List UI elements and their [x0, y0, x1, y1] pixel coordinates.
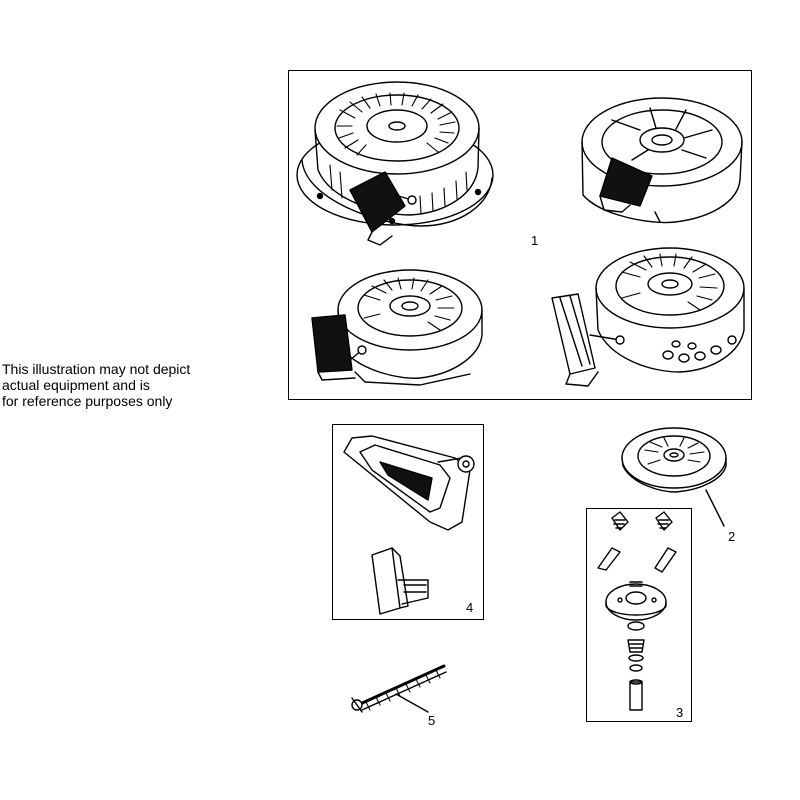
handle-insert[interactable]	[371, 547, 429, 615]
recoil-starter-compact[interactable]	[581, 97, 743, 224]
recoil-starter-flanged[interactable]	[296, 81, 494, 246]
handle-kit-frame	[332, 424, 484, 620]
callout-4[interactable]: 4	[466, 600, 474, 615]
callout-5[interactable]: 5	[428, 713, 436, 728]
callout-3[interactable]: 3	[676, 705, 684, 720]
disclaimer-note: This illustration may not depict actual …	[2, 361, 190, 409]
starter-assemblies-frame	[288, 70, 752, 400]
disclaimer-line: actual equipment and is	[2, 377, 150, 393]
disclaimer-line: for reference purposes only	[2, 393, 173, 409]
pawl-kit-frame	[586, 508, 692, 722]
starter-handle[interactable]	[343, 435, 475, 531]
callout-2[interactable]: 2	[728, 529, 736, 544]
starter-rope[interactable]	[351, 664, 447, 713]
disclaimer-line: This illustration may not depict	[2, 361, 191, 377]
recoil-starter-low-profile[interactable]	[311, 269, 483, 386]
rope-pulley[interactable]	[621, 427, 727, 527]
recoil-starter-side-pull[interactable]	[551, 247, 745, 387]
callout-1[interactable]: 1	[531, 233, 539, 248]
pawl-kit-parts[interactable]	[597, 511, 677, 711]
